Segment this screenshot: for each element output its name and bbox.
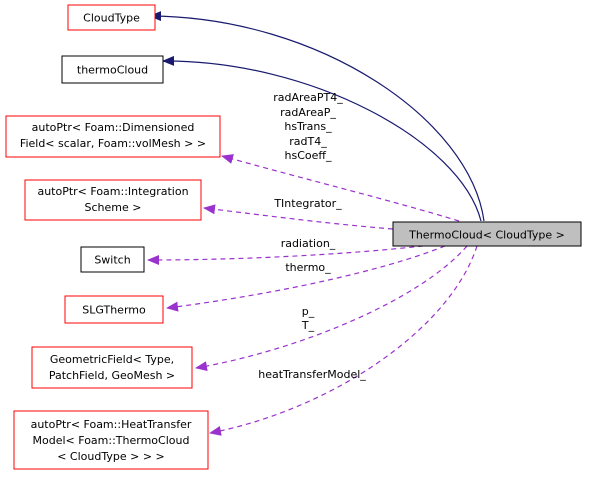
node-autoptr-integration-scheme-line1: autoPtr< Foam::Integration <box>37 185 188 198</box>
node-autoptr-heat-transfer-model-line3: < CloudType > > > <box>57 450 165 463</box>
edge-label-radareap: radAreaP_ <box>280 106 336 119</box>
node-cloudtype[interactable]: CloudType <box>67 4 156 31</box>
edge-label-thermo: thermo_ <box>285 261 331 274</box>
node-switch[interactable]: Switch <box>80 246 145 273</box>
edge-label-radt4: radT4_ <box>289 135 327 148</box>
edge-label-tintegrator: TIntegrator_ <box>273 197 342 210</box>
node-switch-label: Switch <box>94 254 130 267</box>
node-thermocloud[interactable]: thermoCloud <box>61 55 164 84</box>
node-autoptr-heat-transfer-model[interactable]: autoPtr< Foam::HeatTransfer Model< Foam:… <box>13 410 209 470</box>
node-autoptr-dimensioned-field-line1: autoPtr< Foam::Dimensioned <box>32 121 195 134</box>
node-autoptr-dimensioned-field[interactable]: autoPtr< Foam::Dimensioned Field< scalar… <box>5 115 221 158</box>
node-geometricfield-line2: PatchField, GeoMesh > <box>49 369 175 382</box>
node-thermocloud-focus-label: ThermoCloud< CloudType > <box>408 229 565 242</box>
node-autoptr-dimensioned-field-line2: Field< scalar, Foam::volMesh > > <box>20 137 206 150</box>
edge-inherit-cloudtype <box>149 11 485 222</box>
edge-label-hstrans: hsTrans_ <box>284 120 332 133</box>
edges-usage <box>147 154 478 436</box>
node-cloudtype-label: CloudType <box>83 12 140 25</box>
edge-label-t: T_ <box>301 319 315 332</box>
edge-labels: radAreaPT4_ radAreaP_ hsTrans_ radT4_ hs… <box>258 91 366 381</box>
node-slgthermo-label: SLGThermo <box>82 304 146 317</box>
node-autoptr-integration-scheme[interactable]: autoPtr< Foam::Integration Scheme > <box>24 179 202 221</box>
node-geometricfield-line1: GeometricField< Type, <box>50 353 174 366</box>
node-autoptr-heat-transfer-model-line1: autoPtr< Foam::HeatTransfer <box>31 418 192 431</box>
edge-label-p: p_ <box>302 305 315 318</box>
edge-label-hscoeff: hsCoeff_ <box>285 149 332 162</box>
edge-usage-heat <box>209 245 478 436</box>
edge-usage-field <box>221 154 460 222</box>
node-slgthermo[interactable]: SLGThermo <box>64 295 164 324</box>
node-autoptr-heat-transfer-model-line2: Model< Foam::ThermoCloud <box>33 434 190 447</box>
edge-usage-integration <box>203 204 394 230</box>
edge-label-radareapt4: radAreaPT4_ <box>273 91 343 104</box>
node-geometricfield[interactable]: GeometricField< Type, PatchField, GeoMes… <box>31 346 193 389</box>
edge-usage-geometricfield <box>195 245 468 372</box>
edge-label-heattransfermodel: heatTransferModel_ <box>258 368 366 381</box>
node-autoptr-integration-scheme-line2: Scheme > <box>85 201 142 214</box>
edges-inheritance <box>149 11 485 222</box>
edge-inherit-thermocloud <box>162 55 482 222</box>
node-thermocloud-focus[interactable]: ThermoCloud< CloudType > <box>392 221 582 247</box>
node-thermocloud-label: thermoCloud <box>77 64 148 77</box>
edge-label-radiation: radiation_ <box>281 237 336 250</box>
edge-usage-slgthermo <box>166 245 446 312</box>
